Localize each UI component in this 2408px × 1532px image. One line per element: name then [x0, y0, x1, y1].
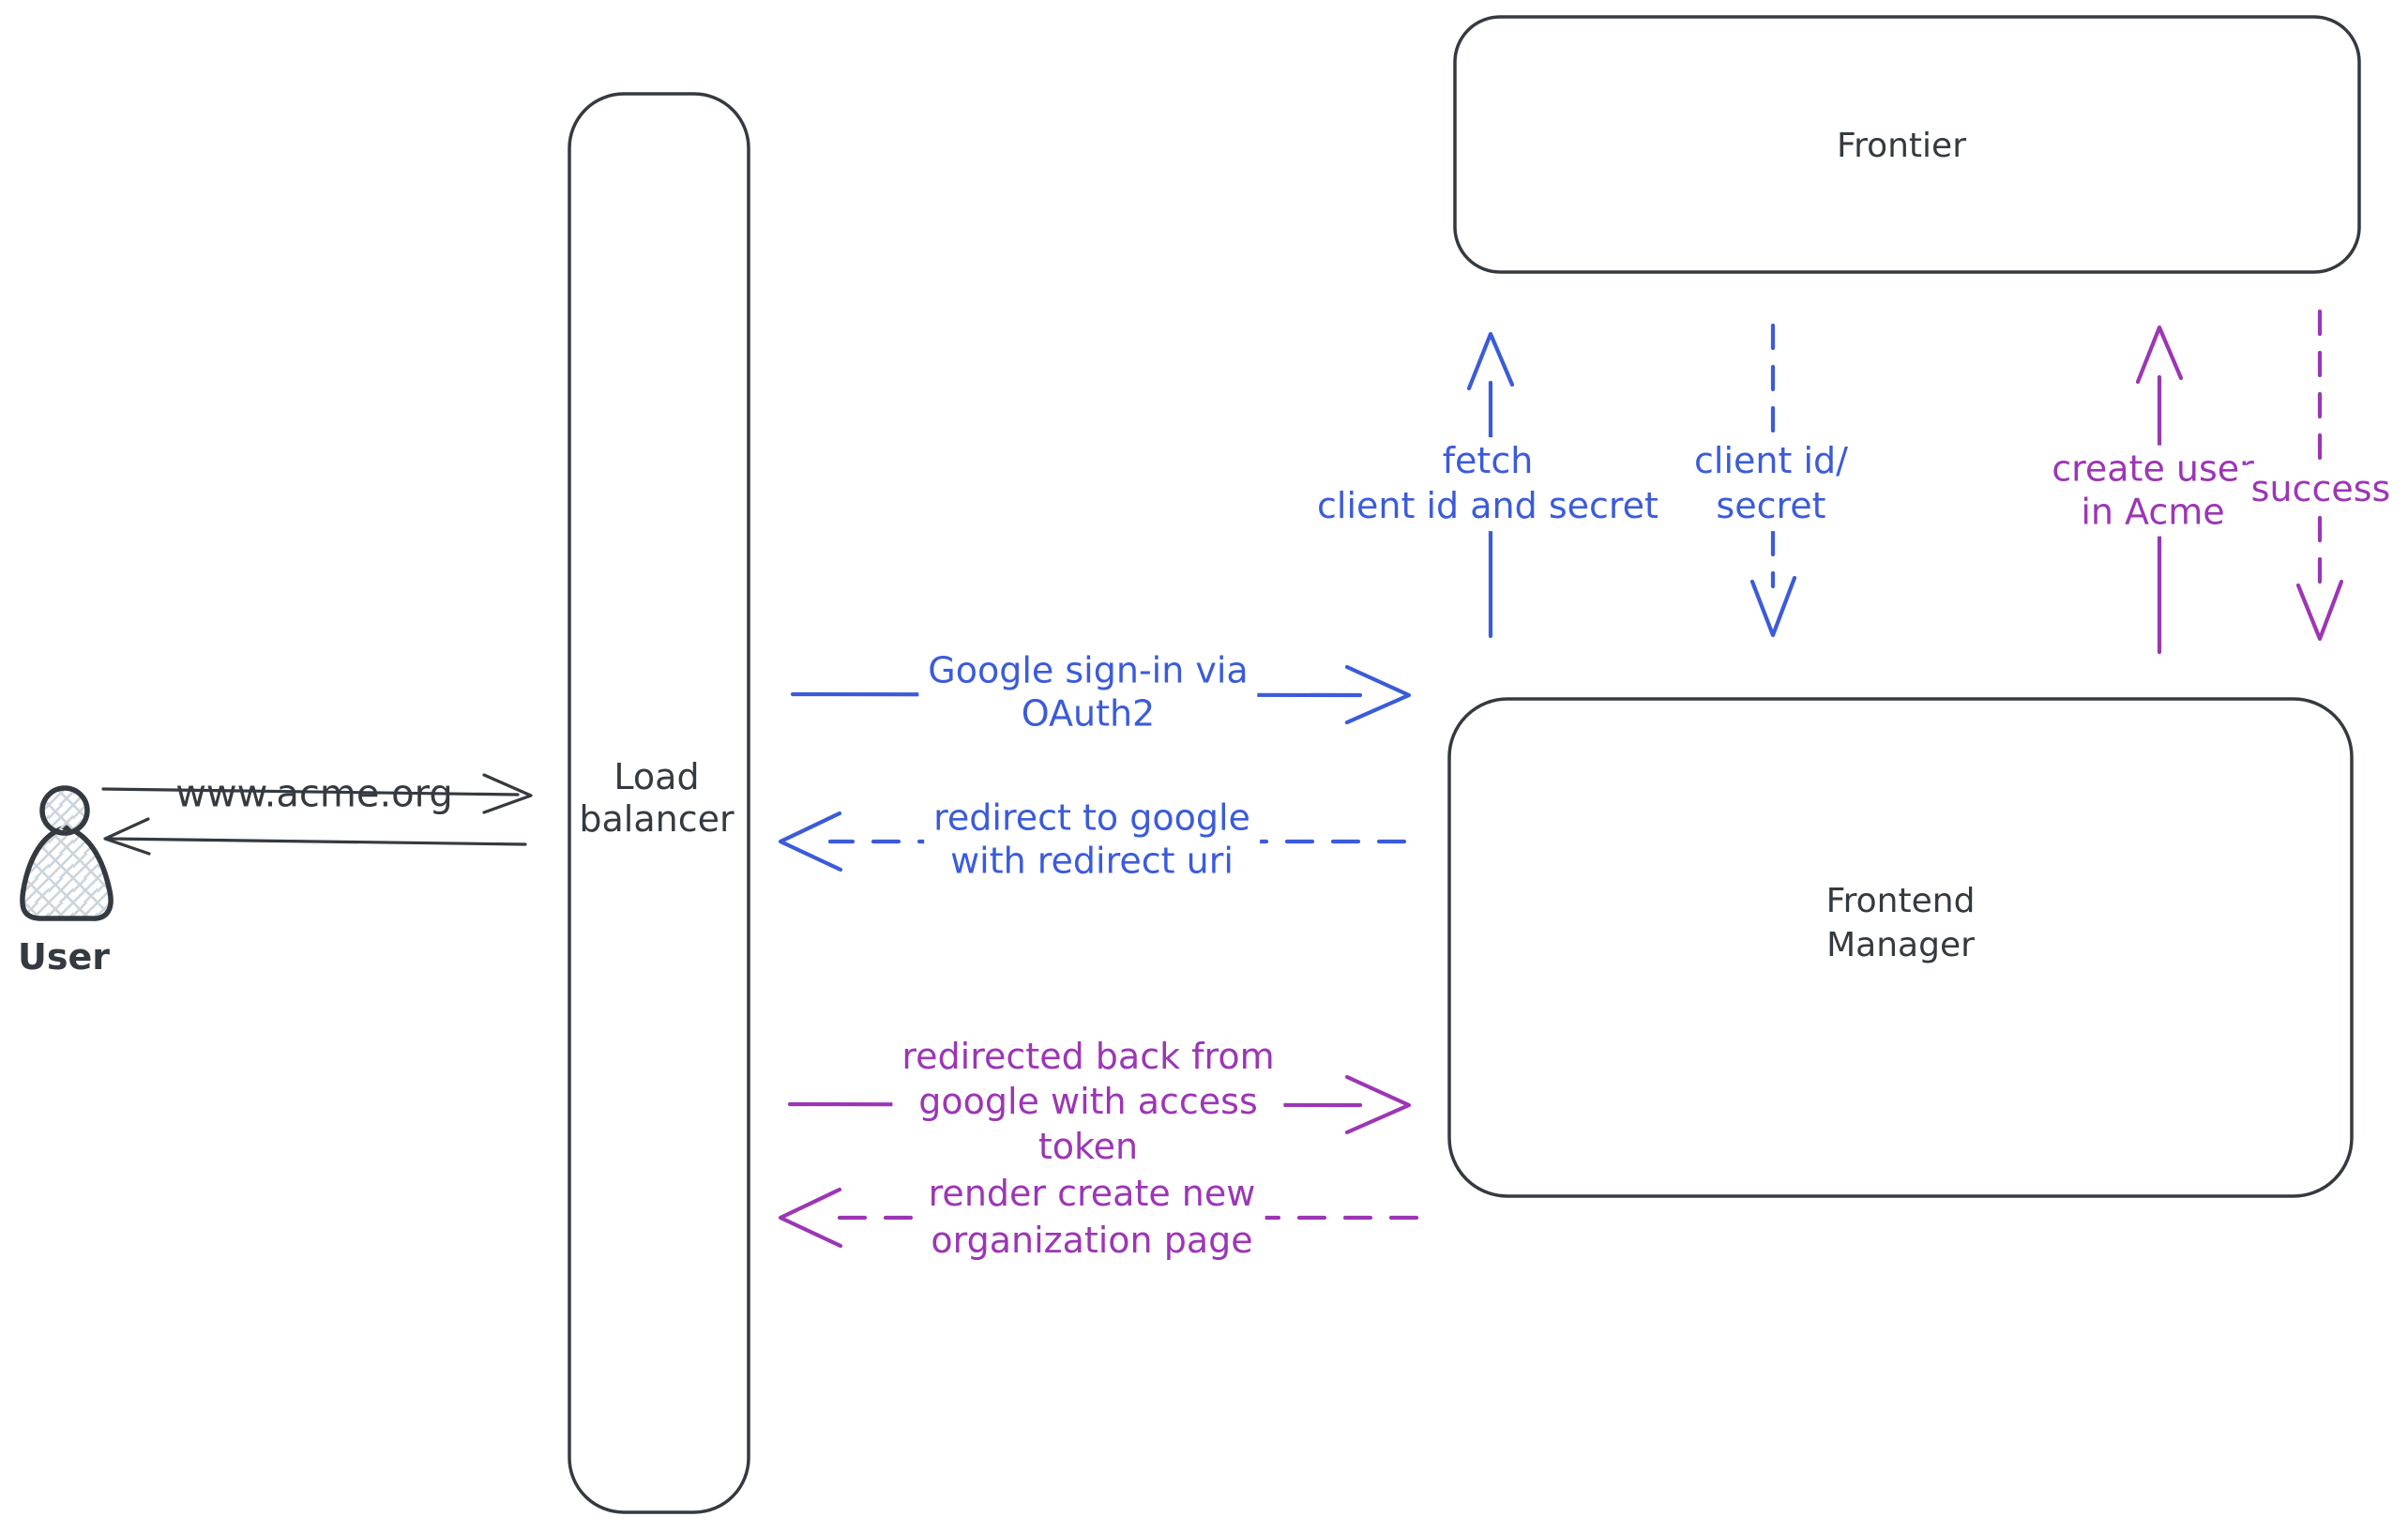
frontier-box: [1453, 15, 2361, 274]
load-balancer-box: [568, 92, 750, 1514]
msg-www-acme-label: www.acme.org: [175, 772, 453, 816]
frontier-label: Frontier: [1836, 127, 1967, 166]
user-label: User: [18, 935, 110, 978]
load-balancer-label: Load balancer: [579, 756, 735, 840]
user-icon: [20, 785, 114, 921]
msg-create-user-label: create user in Acme: [2042, 445, 2264, 537]
arrow-www-acme: [101, 773, 533, 814]
msg-render-page-label: render create new organization page: [918, 1167, 1265, 1267]
frontend-manager-label: Frontend Manager: [1825, 882, 1976, 964]
arrow-success: [2295, 309, 2344, 642]
msg-success-label: success: [2241, 464, 2400, 513]
msg-redirected-back-label: redirected back from google with access …: [892, 1033, 1284, 1172]
msg-fetch-client-label: fetch client id and secret: [1308, 437, 1668, 531]
msg-google-signin-label: Google sign-in via OAuth2: [918, 646, 1258, 738]
msg-redirect-google-label: redirect to google with redirect uri: [924, 794, 1260, 886]
frontend-manager-box: [1447, 697, 2354, 1198]
arrow-user-return: [103, 817, 527, 856]
msg-client-id-secret-label: client id/ secret: [1685, 437, 1857, 531]
